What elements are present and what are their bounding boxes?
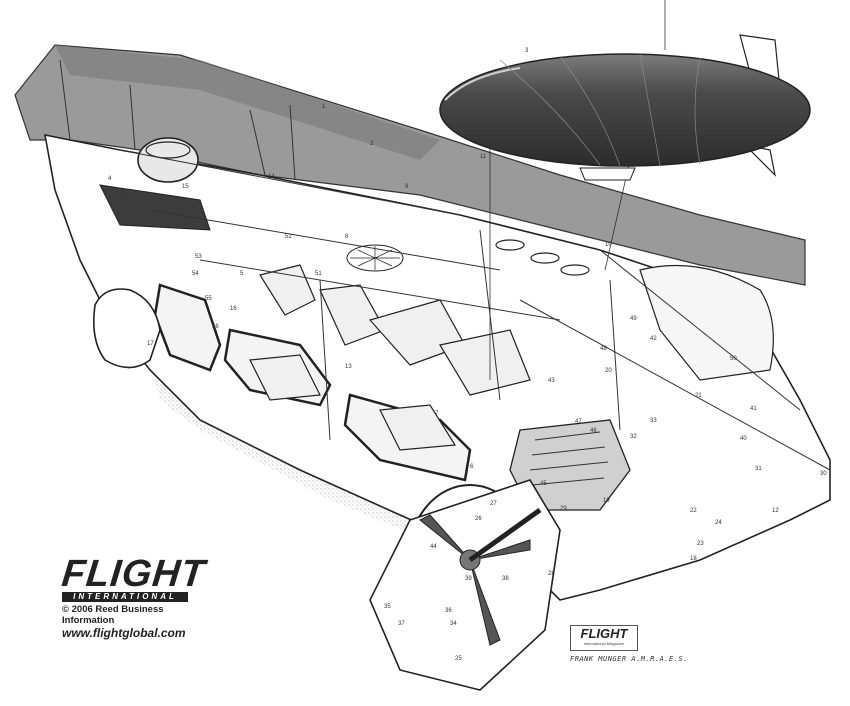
callout-number: 52 (285, 234, 292, 240)
callout-number: 16 (230, 306, 237, 312)
callout-number: 51 (315, 271, 322, 277)
callout-number: 46 (590, 428, 597, 434)
callout-number: 32 (630, 434, 637, 440)
tail-structure (639, 264, 774, 381)
logo-tagline: INTERNATIONAL (62, 592, 188, 602)
callout-number: 27 (490, 501, 497, 507)
callout-number: 41 (750, 406, 757, 412)
callout-number: 57 (120, 194, 127, 200)
stamp-subtitle: international Magazine (583, 641, 625, 646)
artist-signature: FRANK MUNGER A.M.R.A.E.S. (570, 655, 688, 663)
passenger-seat (439, 329, 531, 396)
callout-number: 31 (755, 466, 762, 472)
passenger-seat (259, 264, 316, 316)
passenger-seat (249, 354, 321, 401)
callout-number: 26 (475, 516, 482, 522)
copyright-text: © 2006 Reed Business Information (62, 604, 164, 626)
callout-number: 17 (147, 341, 154, 347)
callout-number: 8 (345, 234, 349, 240)
callout-number: 43 (548, 378, 555, 384)
callout-number: 36 (445, 608, 452, 614)
callout-number: 9 (405, 184, 409, 190)
publisher-stamp: FLIGHT international Magazine (570, 625, 638, 651)
cockpit-dome (137, 137, 199, 183)
inset-airship-car (579, 167, 636, 181)
envelope-skin-shade (55, 45, 440, 160)
callout-number: 28 (548, 571, 555, 577)
callout-number: 21 (695, 393, 702, 399)
flight-international-logo: FLIGHT INTERNATIONAL © 2006 Reed Busines… (59, 553, 208, 640)
callout-number: 40 (740, 436, 747, 442)
inset-airship-envelope (439, 53, 811, 167)
structural-frame (59, 59, 831, 471)
callout-number: 53 (195, 254, 202, 260)
website-url[interactable]: www.flightglobal.com (62, 626, 186, 640)
instrument-panel (99, 184, 211, 231)
callout-number: 5 (240, 271, 244, 277)
callout-number: 50 (730, 356, 737, 362)
callout-number: 37 (398, 621, 405, 627)
propeller-blade (419, 514, 531, 646)
passenger-seat (379, 404, 457, 451)
callout-number: 35 (384, 604, 391, 610)
callout-numbers: 1234567891011121314151617181920212223242… (108, 48, 827, 662)
callout-number: 2 (370, 141, 374, 147)
callout-number: 22 (690, 508, 697, 514)
callout-number: 19 (603, 498, 610, 504)
callout-number: 39 (465, 576, 472, 582)
ventilation-fan (346, 244, 404, 272)
callout-number: 54 (192, 271, 199, 277)
callout-number: 7 (435, 411, 439, 417)
callout-number: 14 (268, 174, 275, 180)
callout-number: 38 (502, 576, 509, 582)
envelope-skin-band (14, 44, 806, 286)
engine-block (509, 419, 631, 511)
callout-number: 20 (605, 368, 612, 374)
callout-number: 47 (575, 419, 582, 425)
callout-number: 6 (470, 464, 474, 470)
roof-window (495, 239, 525, 251)
callout-number: 34 (450, 621, 457, 627)
callout-number: 44 (430, 544, 437, 550)
callout-number: 42 (650, 336, 657, 342)
callout-number: 13 (345, 364, 352, 370)
callout-number: 12 (772, 508, 779, 514)
callout-number: 10 (605, 242, 612, 248)
callout-number: 33 (650, 418, 657, 424)
callout-number: 18 (690, 556, 697, 562)
callout-number: 24 (715, 520, 722, 526)
callout-number: 4 (108, 176, 112, 182)
callout-number: 23 (697, 541, 704, 547)
callout-number: 30 (820, 471, 827, 477)
callout-number: 29 (560, 506, 567, 512)
callout-number: 15 (182, 184, 189, 190)
callout-number: 55 (205, 296, 212, 302)
callout-number: 49 (630, 316, 637, 322)
callout-number: 56 (212, 324, 219, 330)
inset-airship (439, 34, 811, 181)
callout-number: 11 (480, 154, 487, 160)
drive-shaft (468, 507, 542, 563)
callout-number: 1 (322, 104, 326, 110)
roof-window (530, 252, 560, 264)
callout-number: 45 (540, 481, 547, 487)
roof-window (560, 264, 590, 276)
door-frame (92, 288, 161, 369)
stamp-name: FLIGHT (580, 626, 628, 641)
callout-number: 48 (600, 346, 607, 352)
callout-number: 25 (455, 656, 462, 662)
logo-name: FLIGHT (59, 553, 208, 595)
callout-number: 3 (525, 48, 529, 54)
